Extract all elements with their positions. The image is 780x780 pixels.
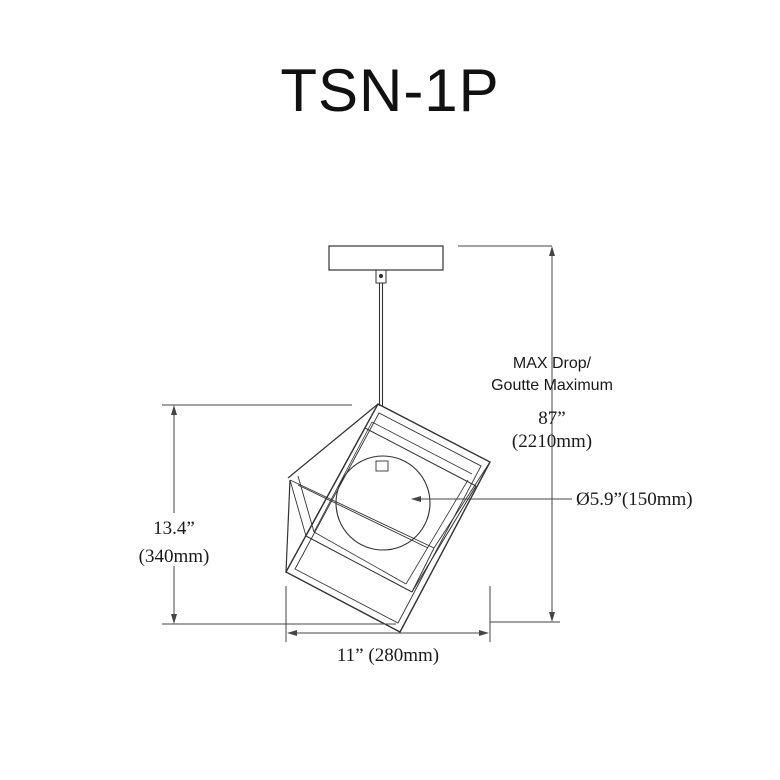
globe-socket <box>375 460 389 472</box>
globe-leader <box>411 496 572 502</box>
max-drop-label-line1: MAX Drop/ <box>512 355 592 372</box>
max-drop-imperial: 87” <box>538 408 566 429</box>
glass-globe <box>335 455 431 551</box>
height-metric: (340mm) <box>138 546 210 567</box>
max-drop-metric: (2210mm) <box>511 431 593 452</box>
cube-frame <box>285 403 491 633</box>
width-dimension <box>285 586 491 642</box>
max-drop-dimension <box>458 245 560 623</box>
page-title: TSN-1P <box>280 57 500 124</box>
height-imperial: 13.4” <box>153 518 195 539</box>
globe-diameter-label: Ø5.9”(150mm) <box>576 489 693 510</box>
width-label: 11” (280mm) <box>336 645 440 666</box>
canopy <box>328 245 444 271</box>
max-drop-label-line2: Goutte Maximum <box>491 377 613 394</box>
stem-connector <box>375 269 387 284</box>
stem-screw <box>378 273 384 279</box>
height-dimension <box>162 404 396 625</box>
